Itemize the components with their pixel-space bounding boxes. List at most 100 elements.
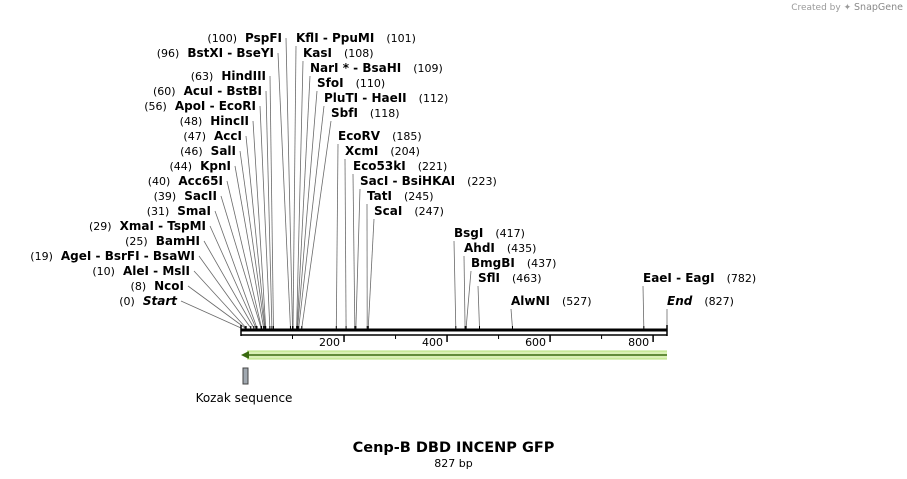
site-label[interactable]: EcoRV (185) xyxy=(338,129,422,143)
axis-tick-label: 800 xyxy=(628,336,649,349)
site-line xyxy=(477,285,480,329)
enzyme-name: EaeI - EagI xyxy=(643,271,715,285)
site-label[interactable]: ApoI - EcoRI(56) xyxy=(144,99,256,113)
enzyme-name: SfoI xyxy=(317,76,344,90)
credit-brand: SnapGene xyxy=(854,2,903,13)
enzyme-name: SacII xyxy=(184,189,217,203)
site-label[interactable]: PspFI(100) xyxy=(207,31,282,45)
site-label[interactable]: NcoI(8) xyxy=(131,279,184,293)
site-position: (782) xyxy=(727,272,757,285)
site-label[interactable]: PluTI - HaeII (112) xyxy=(324,91,448,105)
site-label[interactable]: AgeI - BsrFI - BsaWI(19) xyxy=(30,249,195,263)
site-label[interactable]: AleI - MslI(10) xyxy=(92,264,190,278)
enzyme-name: EcoRV xyxy=(338,129,381,143)
site-label[interactable]: Acc65I(40) xyxy=(148,174,223,188)
site-line xyxy=(209,225,257,329)
enzyme-name: HincII xyxy=(210,114,249,128)
site-label[interactable]: SalI(46) xyxy=(180,144,236,158)
site-line xyxy=(198,255,252,329)
site-label[interactable]: SbfI (118) xyxy=(331,106,400,120)
enzyme-name: BmgBI xyxy=(471,256,515,270)
site-position: (437) xyxy=(527,257,557,270)
site-position: (44) xyxy=(170,160,193,173)
site-position: (204) xyxy=(390,145,420,158)
enzyme-name: NarI * - BsaHI xyxy=(310,61,401,75)
site-label[interactable]: AccI(47) xyxy=(183,129,242,143)
enzyme-name: XcmI xyxy=(345,144,378,158)
enzyme-name: PluTI - HaeII xyxy=(324,91,407,105)
site-position: (463) xyxy=(512,272,542,285)
site-label[interactable]: EaeI - EagI (782) xyxy=(643,271,756,285)
site-line xyxy=(642,285,645,329)
enzyme-name: BsgI xyxy=(454,226,483,240)
site-label[interactable]: KflI - PpuMI(101) xyxy=(296,31,416,45)
enzyme-name: AlwNI xyxy=(511,294,550,308)
site-label[interactable]: BstXI - BseYI(96) xyxy=(157,46,274,60)
site-line xyxy=(234,165,265,329)
site-position: (221) xyxy=(418,160,448,173)
site-label[interactable]: AlwNI(527) xyxy=(511,294,592,308)
site-position: (435) xyxy=(507,242,537,255)
axis-tick-label: 400 xyxy=(422,336,443,349)
site-position: (109) xyxy=(413,62,443,75)
site-position: (118) xyxy=(370,107,400,120)
site-position: (112) xyxy=(419,92,449,105)
enzyme-name: KflI - PpuMI xyxy=(296,31,374,45)
site-label[interactable]: KpnI(44) xyxy=(170,159,232,173)
site-position: (29) xyxy=(89,220,112,233)
enzyme-name: AccI xyxy=(214,129,242,143)
site-label[interactable]: End(827) xyxy=(667,294,734,308)
enzyme-name: Eco53kI xyxy=(353,159,406,173)
kozak-feature-label: Kozak sequence xyxy=(196,391,293,405)
site-line xyxy=(203,240,255,329)
site-position: (56) xyxy=(144,100,167,113)
site-label[interactable]: BmgBI (437) xyxy=(471,256,556,270)
site-label[interactable]: SflI (463) xyxy=(478,271,542,285)
site-position: (46) xyxy=(180,145,203,158)
site-line xyxy=(463,255,466,329)
site-label[interactable]: TatI(245) xyxy=(367,189,434,203)
site-line xyxy=(297,90,318,329)
kozak-feature[interactable]: Kozak sequence xyxy=(196,367,293,405)
site-line xyxy=(269,75,274,329)
site-line xyxy=(259,105,271,329)
site-position: (185) xyxy=(392,130,422,143)
site-label[interactable]: BamHI(25) xyxy=(125,234,200,248)
site-label[interactable]: XcmI (204) xyxy=(345,144,420,158)
site-position: (40) xyxy=(148,175,171,188)
site-position: (0) xyxy=(119,295,135,308)
site-line xyxy=(296,60,304,329)
site-label[interactable]: SfoI(110) xyxy=(317,76,385,90)
site-position: (100) xyxy=(207,32,237,45)
site-label[interactable]: Start(0) xyxy=(119,294,178,308)
site-line xyxy=(252,120,267,329)
site-label[interactable]: SacI - BsiHKAI(223) xyxy=(360,174,497,188)
site-label[interactable]: XmaI - TspMI(29) xyxy=(89,219,206,233)
site-position: (19) xyxy=(30,250,53,263)
site-line xyxy=(510,308,513,329)
site-label[interactable]: BsgI (417) xyxy=(454,226,525,240)
gfp-feature-arrow[interactable] xyxy=(241,350,667,360)
site-label[interactable]: HindIII(63) xyxy=(191,69,266,83)
site-position: (60) xyxy=(153,85,176,98)
enzyme-name: AcuI - BstBI xyxy=(184,84,262,98)
site-label[interactable]: SmaI(31) xyxy=(147,204,211,218)
site-label[interactable]: NarI * - BsaHI (109) xyxy=(310,61,443,75)
site-label[interactable]: Eco53kI (221) xyxy=(353,159,447,173)
enzyme-name: AhdI xyxy=(464,241,495,255)
site-label[interactable]: KasI(108) xyxy=(303,46,374,60)
site-position: (417) xyxy=(495,227,525,240)
enzyme-name: BamHI xyxy=(156,234,200,248)
site-position: (108) xyxy=(344,47,374,60)
site-label[interactable]: SacII(39) xyxy=(154,189,217,203)
site-label[interactable]: AcuI - BstBI (60) xyxy=(153,84,262,98)
enzyme-name: ScaI xyxy=(374,204,402,218)
enzyme-name: SflI xyxy=(478,271,500,285)
enzyme-name: SbfI xyxy=(331,106,358,120)
site-label[interactable]: HincII(48) xyxy=(180,114,249,128)
site-label[interactable]: ScaI(247) xyxy=(374,204,444,218)
site-label[interactable]: AhdI (435) xyxy=(464,241,536,255)
site-line xyxy=(187,285,246,329)
